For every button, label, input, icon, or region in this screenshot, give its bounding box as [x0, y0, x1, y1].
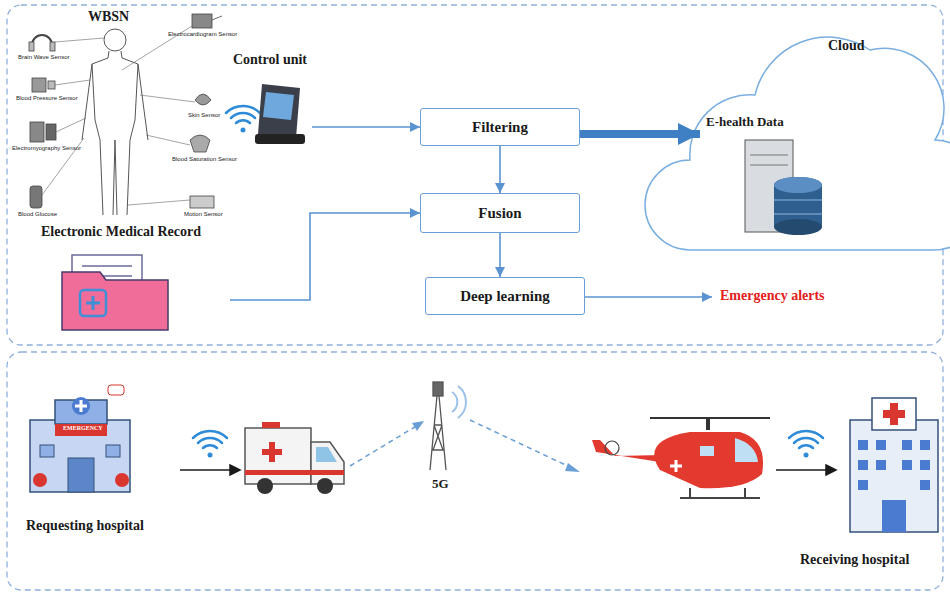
network-label: 5G: [432, 476, 449, 492]
medical-record: Electronic Medical Record: [12, 222, 230, 334]
server-icon: [745, 140, 822, 235]
wifi-icon: [789, 431, 823, 458]
sensor-label: Blood Pressure Sensor: [16, 95, 78, 101]
sensor-label: Electrocardiogram Sensor: [168, 31, 237, 37]
cloud-store: CloudE-health Data: [700, 28, 938, 240]
node-title: Control unit: [228, 52, 312, 68]
sensor-label: Blood Glucose: [18, 211, 57, 217]
place-label: Receiving hospital: [800, 552, 909, 568]
folder-icon: [62, 255, 168, 330]
cell-tower: [430, 382, 466, 470]
flow-arrow: [585, 296, 712, 298]
cloud-outline: [645, 37, 950, 250]
alert-text: Emergency alerts: [712, 285, 862, 309]
node-title: Deep learning: [460, 288, 550, 305]
pda-device: [255, 84, 305, 144]
process-box: Deep learning: [425, 277, 585, 315]
node-title: Emergency alerts: [720, 288, 825, 304]
sensor-label: Blood Saturation Sensor: [172, 156, 237, 162]
flow-arrow: [499, 146, 501, 193]
thick-arrow: [580, 130, 700, 138]
process-box: Filtering: [420, 108, 580, 146]
place-label: Requesting hospital: [26, 518, 144, 534]
ambulance: [245, 422, 344, 494]
wifi-icon: [193, 431, 227, 458]
hospital-building: [30, 385, 130, 492]
panel-bottom: [7, 352, 943, 590]
process-box: Fusion: [420, 193, 580, 233]
hospital-building: [850, 398, 938, 532]
sign-text: EMERGENCY: [63, 425, 103, 431]
helicopter: [592, 418, 770, 498]
node-title: Electronic Medical Record: [12, 224, 230, 240]
sensor-label: Skin Sensor: [188, 112, 220, 118]
node-text: E-health Data: [706, 114, 784, 130]
sensor-label: Brain Wave Sensor: [18, 54, 69, 60]
flow-arrow: [230, 213, 420, 300]
dashed-links: [350, 420, 580, 472]
flow-arrow: [499, 233, 501, 277]
node-title: Cloud: [828, 38, 865, 54]
body-figure: [82, 29, 148, 215]
sensor-icons: [29, 14, 222, 208]
node-title: Fusion: [478, 205, 521, 222]
sensor-leaders: [42, 26, 195, 205]
wifi-icon: [226, 106, 260, 133]
flow-arrow: [312, 126, 420, 128]
sensor-label: Electromyography Sensor: [12, 145, 81, 151]
section-title: WBSN: [88, 9, 129, 25]
node-title: Filtering: [472, 119, 528, 136]
sensor-label: Motion Sensor: [184, 211, 223, 217]
control-unit: Control unit: [228, 50, 312, 148]
